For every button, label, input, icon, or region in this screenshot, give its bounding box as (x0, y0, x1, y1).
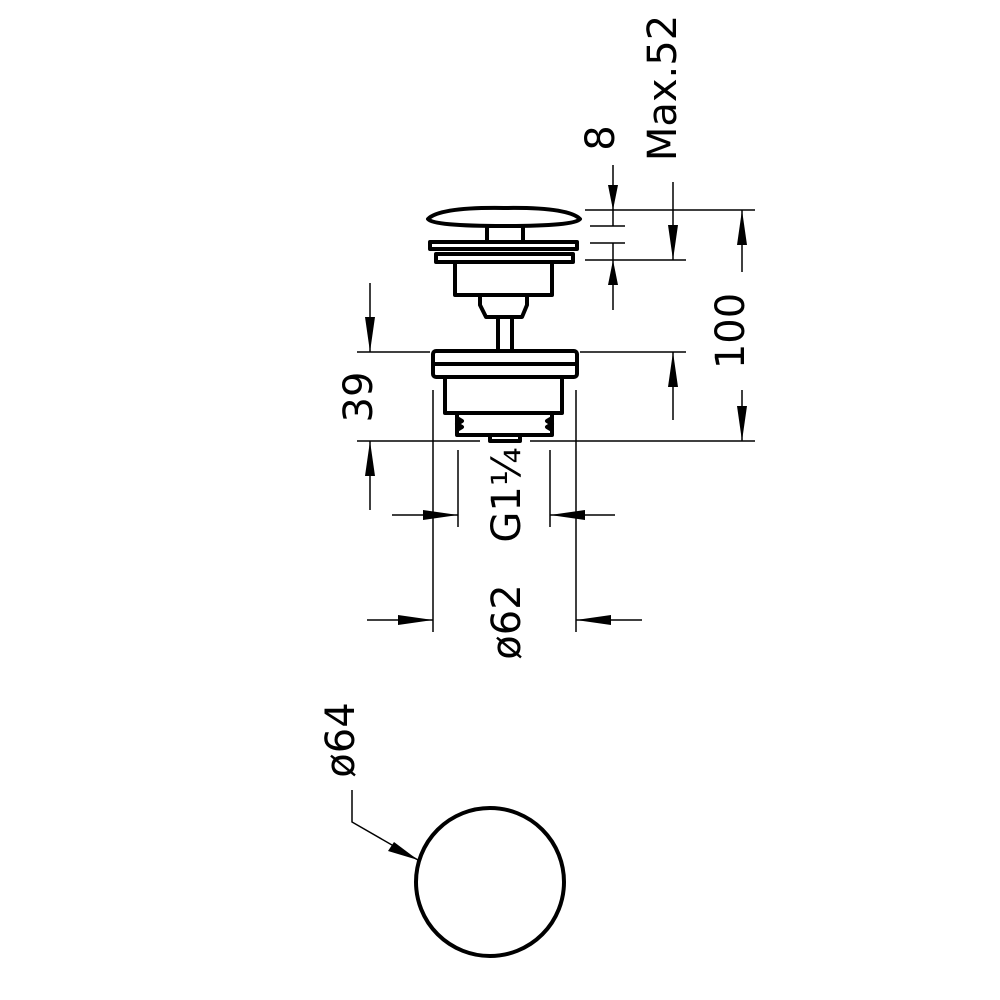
upper-flange (428, 240, 579, 251)
upper-body (453, 260, 554, 297)
rod (496, 315, 514, 353)
dim-max-label: Max.52 (640, 15, 686, 161)
cap (426, 205, 582, 228)
neck (478, 295, 529, 319)
dim-thread-label: G1¼ (484, 447, 530, 542)
dim-stroke-label: 8 (578, 125, 624, 150)
dim-cap-diameter-label: ø64 (318, 702, 364, 777)
cap-top-view (414, 806, 566, 958)
dim-total-height-label: 100 (708, 293, 754, 369)
cap-stem (485, 224, 525, 244)
dim-flange-diameter-label: ø62 (484, 584, 530, 659)
arrowheads (365, 185, 747, 860)
lower-body (443, 375, 564, 415)
dim-lower-height-label: 39 (336, 372, 382, 423)
thread (455, 413, 554, 437)
bottom-nub (488, 433, 522, 443)
drain-side-view (426, 205, 582, 443)
